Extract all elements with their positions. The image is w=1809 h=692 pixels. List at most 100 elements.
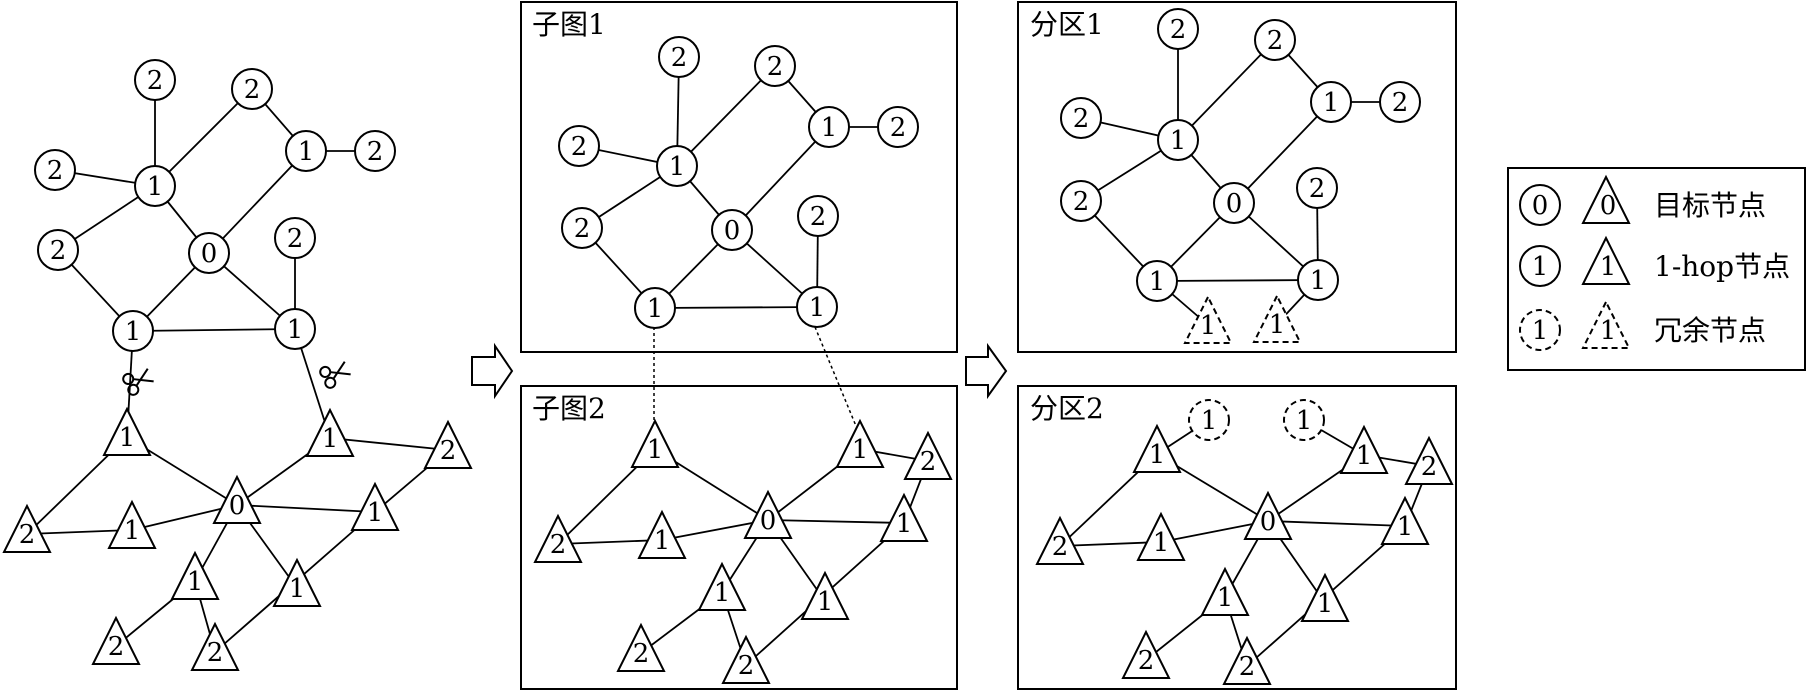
node-label: 1 [821, 113, 838, 143]
circle-shape [34, 149, 76, 191]
circle-shape [1157, 119, 1199, 161]
triangle-node-redundant: 1 [1183, 294, 1233, 344]
circle-node: 2 [354, 130, 396, 172]
triangle-shape [879, 492, 929, 542]
triangle-shape [2, 503, 52, 553]
node-label: 1 [817, 587, 834, 617]
circle-node: 1 [1136, 260, 1178, 302]
legend-triangle [1581, 235, 1631, 285]
node-label: 1 [809, 293, 826, 323]
legend-circle [1519, 184, 1561, 226]
legend-circle-label: 0 [1532, 191, 1549, 221]
circle-node: 1 [112, 310, 154, 352]
circle-node: 2 [1060, 180, 1102, 222]
legend-circle [1519, 309, 1561, 351]
node-label: 2 [440, 436, 457, 466]
circle-shape [1060, 97, 1102, 139]
triangle-shape [1339, 424, 1389, 474]
triangle-shape [637, 509, 687, 559]
node-label: 2 [1052, 532, 1069, 562]
circle-node: 2 [1296, 167, 1338, 209]
circle-node: 2 [1157, 8, 1199, 50]
circle-node: 2 [34, 149, 76, 191]
circle-node: 2 [877, 106, 919, 148]
circle-node: 1 [634, 287, 676, 329]
node-label: 0 [229, 491, 246, 521]
circle-node: 1 [656, 145, 698, 187]
circle-node: 2 [1254, 19, 1296, 61]
triangle-node: 1 [879, 492, 929, 542]
node-label: 1 [367, 498, 384, 528]
subgraph2-panel [520, 385, 958, 690]
triangle-node: 1 [1132, 423, 1182, 473]
triangle-node: 2 [1404, 435, 1454, 485]
circle-shape [1296, 167, 1338, 209]
triangle-shape [170, 550, 220, 600]
node-label: 1 [1356, 441, 1373, 471]
triangle-node: 2 [423, 419, 473, 469]
circle-shape [711, 209, 753, 251]
node-label: 2 [47, 156, 64, 186]
node-label: 2 [1309, 174, 1326, 204]
legend-circle-label: 1 [1532, 252, 1549, 282]
node-label: 1 [1149, 267, 1166, 297]
triangle-node: 2 [903, 430, 953, 480]
node-label: 1 [1217, 583, 1234, 613]
process-arrow-2 [965, 342, 1008, 400]
triangle-shape [630, 418, 680, 468]
node-label: 2 [574, 214, 591, 244]
node-label: 1 [1296, 406, 1313, 436]
node-label: 2 [920, 447, 937, 477]
node-label: 2 [1073, 104, 1090, 134]
node-label: 1 [647, 435, 664, 465]
circle-node: 2 [558, 125, 600, 167]
triangle-shape [1380, 495, 1430, 545]
circle-shape [1379, 81, 1421, 123]
node-label: 1 [1269, 310, 1286, 340]
graph-edge [329, 437, 449, 451]
circle-node: 1 [1157, 119, 1199, 161]
graph-edge [557, 539, 663, 545]
graph-edge [1156, 279, 1319, 282]
triangle-shape [721, 634, 771, 684]
triangle-node: 1 [107, 499, 157, 549]
triangle-shape [305, 407, 355, 457]
circle-node-redundant: 1 [1188, 399, 1230, 441]
circle-shape [561, 207, 603, 249]
triangle-shape [1252, 293, 1302, 343]
triangle-shape [1136, 511, 1186, 561]
triangle-node: 2 [1121, 629, 1171, 679]
triangle-node: 2 [2, 503, 52, 553]
triangle-node: 1 [835, 418, 885, 468]
circle-node: 2 [797, 195, 839, 237]
node-label: 2 [108, 632, 125, 662]
node-label: 1 [1317, 589, 1334, 619]
triangle-node: 2 [616, 622, 666, 672]
triangle-node: 1 [1339, 424, 1389, 474]
triangle-shape [800, 570, 850, 620]
graph-edge [1177, 39, 1276, 141]
node-label: 2 [571, 132, 588, 162]
node-label: 0 [1226, 189, 1243, 219]
circle-node: 2 [37, 229, 79, 271]
triangle-shape [1243, 490, 1293, 540]
triangle-shape [616, 622, 666, 672]
triangle-node: 0 [212, 474, 262, 524]
subgraph1-title: 子图1 [532, 8, 606, 41]
circle-node: 1 [285, 130, 327, 172]
node-label: 2 [19, 520, 36, 550]
circle-shape [37, 229, 79, 271]
circle-node: 2 [274, 217, 316, 259]
circle-node: 2 [754, 45, 796, 87]
node-label: 2 [1392, 88, 1409, 118]
node-label: 1 [852, 435, 869, 465]
legend-triangle-label: 0 [1600, 191, 1617, 221]
node-label: 1 [1149, 440, 1166, 470]
triangle-shape [350, 481, 400, 531]
